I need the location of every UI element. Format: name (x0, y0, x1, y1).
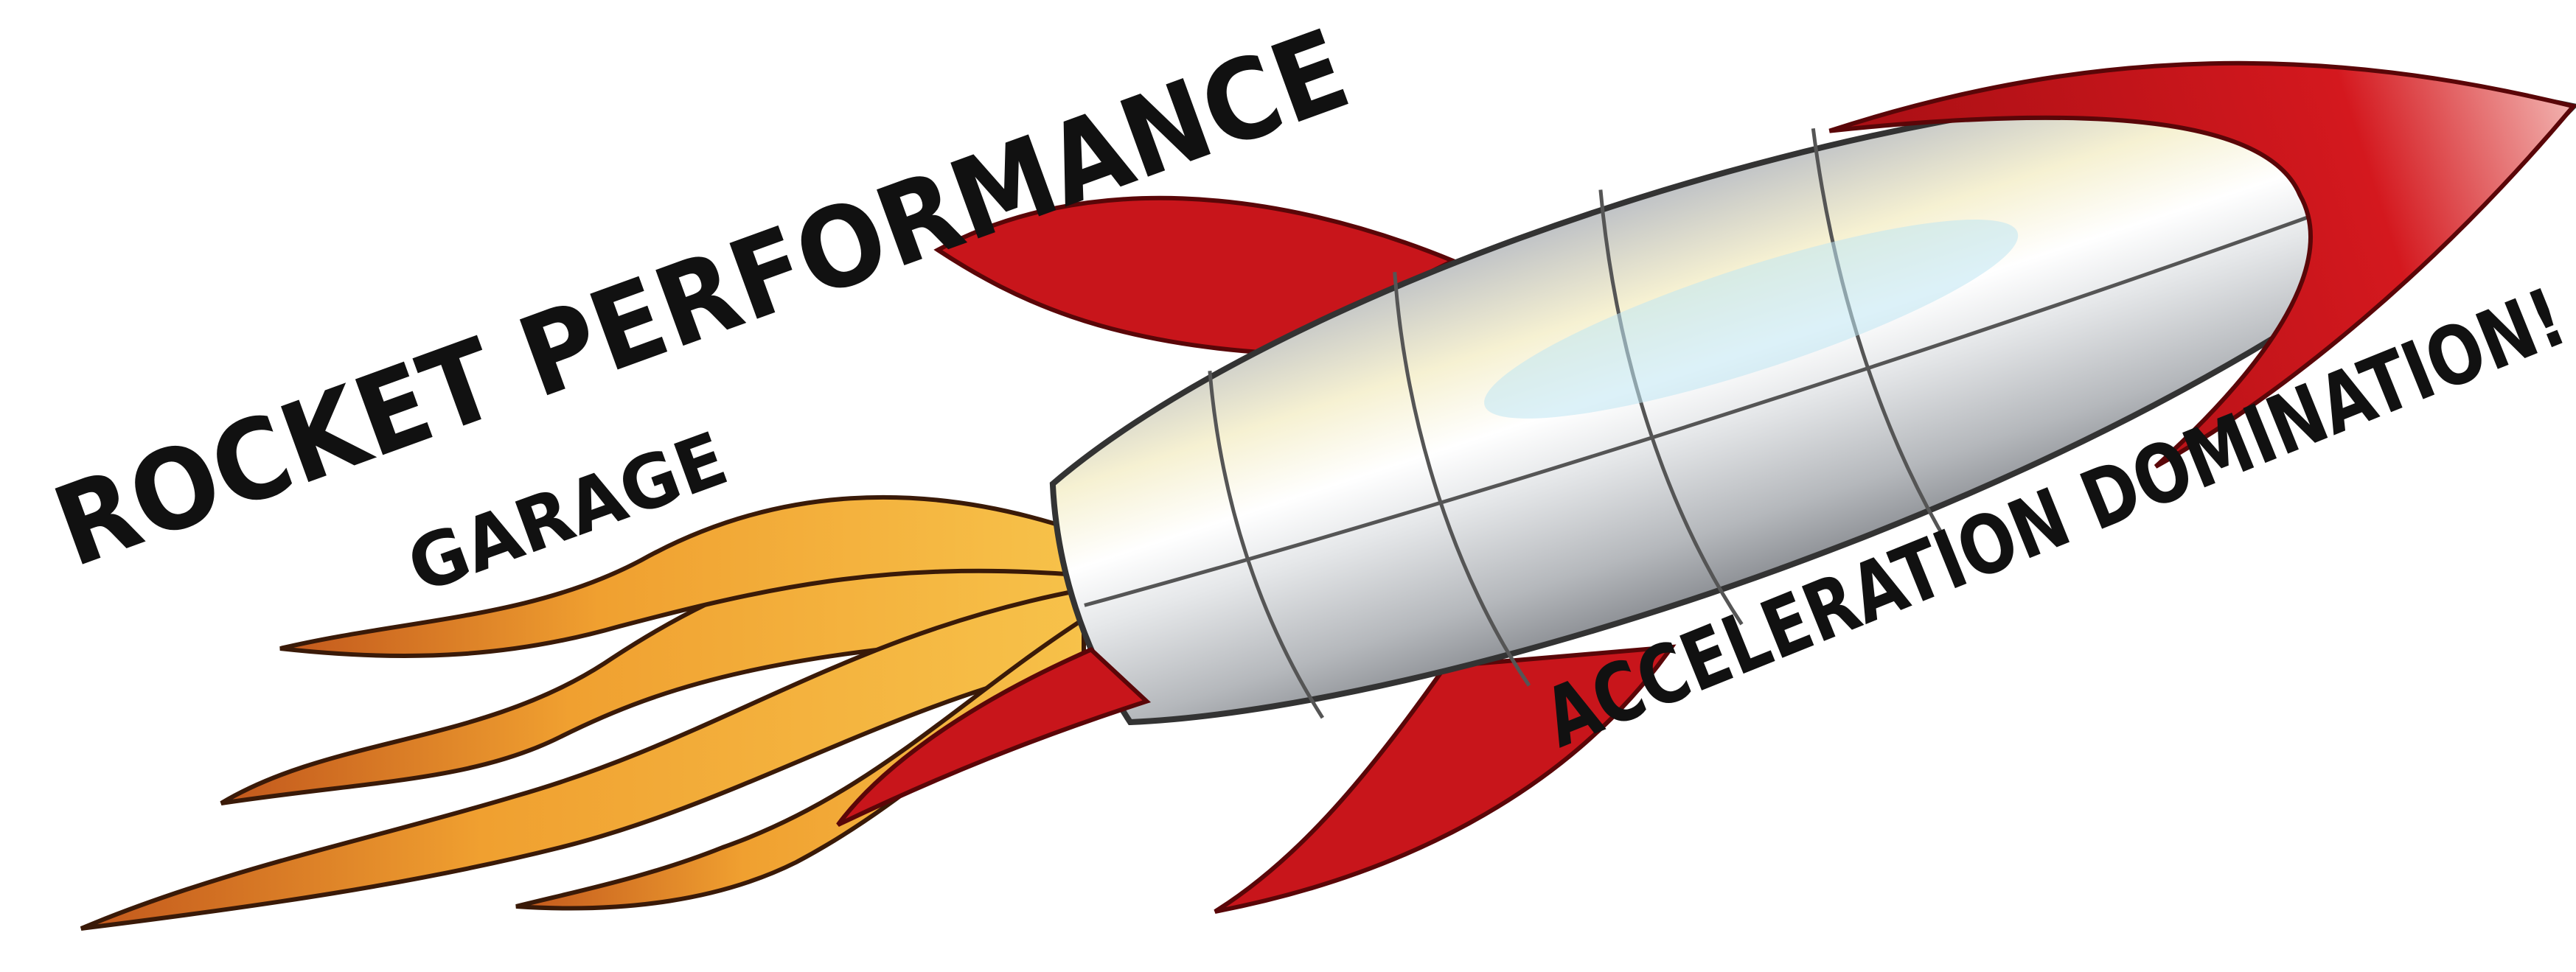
rocket-exhaust-pipe (836, 646, 1152, 827)
rocket-red-nose-cowl (1828, 60, 2576, 469)
flame-3 (279, 494, 1079, 658)
rocket-top-fin (933, 195, 1459, 355)
panel-seam (1208, 371, 1324, 719)
flame-2 (80, 587, 1087, 931)
panel-seam (1393, 272, 1531, 687)
rocket-bottom-fin (1214, 644, 1677, 914)
flames (80, 494, 1094, 931)
panel-seam (1811, 127, 1951, 547)
panel-seam (1598, 189, 1744, 626)
rocket-glint (1484, 219, 2019, 419)
rocket (836, 60, 2576, 914)
